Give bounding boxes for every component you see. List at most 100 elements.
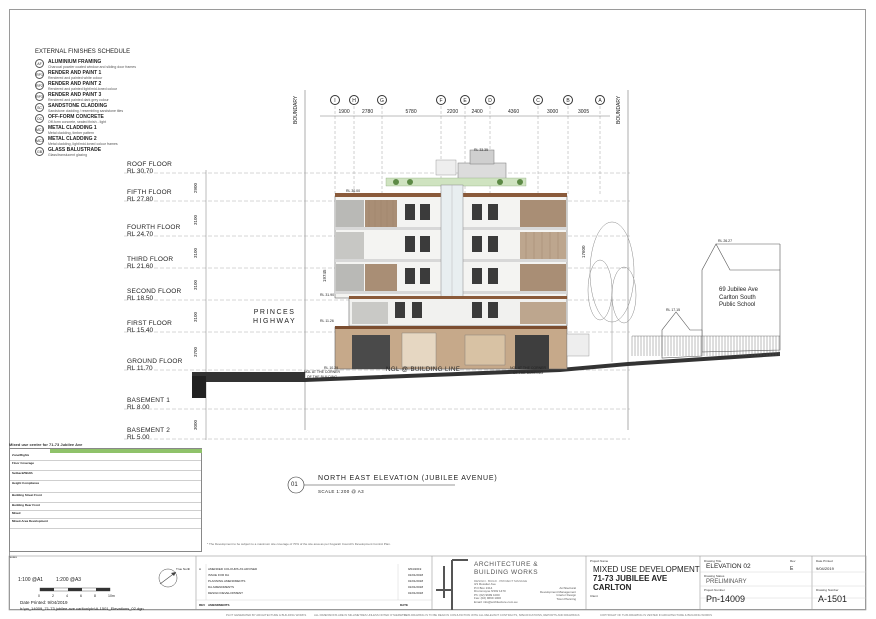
- revision-date: 9/04/2019: [408, 567, 422, 571]
- table-row-label: Mixed: [12, 512, 21, 515]
- finish-code: AF: [35, 59, 44, 68]
- revision-header: AMENDMENTS: [208, 603, 230, 607]
- level-name: ROOF FLOOR: [127, 161, 172, 168]
- table-row: Zone/Rights: [10, 453, 201, 461]
- elevation-scale: SCALE 1:200 @ A3: [318, 489, 364, 494]
- finish-code: RP1: [35, 70, 44, 79]
- scale-tick: 2: [52, 594, 54, 598]
- grid-dim: 1900: [338, 109, 350, 115]
- table-header-bar: [50, 449, 202, 453]
- level-name: BASEMENT 1: [127, 397, 171, 404]
- finish-code: OC: [35, 114, 44, 123]
- table-row-label: Height Compliance: [12, 482, 40, 485]
- revision-desc: DESIGN DEVELOPMENT: [208, 591, 244, 595]
- finish-name: RENDER AND PAINT 2: [48, 81, 102, 87]
- table-row: Floor Coverage: [10, 461, 201, 471]
- disclaimer-mid-1: THIS DRAWING IS TO BE READ IN CONJUNCTIO…: [404, 613, 580, 617]
- grid-lines: [320, 106, 610, 195]
- finish-code: GB: [35, 147, 44, 156]
- schedule-title: EXTERNAL FINISHES SCHEDULE: [35, 49, 131, 55]
- level-name: FIFTH FLOOR: [127, 189, 172, 196]
- level-rl: RL 21.60: [127, 263, 154, 270]
- finish-desc: Metal cladding, timber pattern: [48, 131, 95, 135]
- grid-header: A: [595, 95, 605, 105]
- grid-dim: 2200: [447, 109, 459, 115]
- finish-name: GLASS BALUSTRADE: [48, 147, 102, 153]
- project-name-label: Project Name: [590, 559, 609, 563]
- disclaimer-right: COPYRIGHT OF THIS DRAWING IS VESTED IN A…: [600, 613, 712, 617]
- scale-tick: 8: [94, 594, 96, 598]
- grid-dim: 2780: [362, 109, 374, 115]
- grid-header: F: [436, 95, 446, 105]
- finish-desc: Sandstone cladding / resembling sandston…: [48, 109, 124, 113]
- revision-desc: ISSUE FOR DA: [208, 573, 230, 577]
- ngl-building-line-label: NGL @ BUILDING LINE: [386, 367, 461, 373]
- table-row-label: Mixed-Area Development: [12, 520, 48, 523]
- rev-label: Rev: [790, 559, 796, 563]
- rl-second: RL 31.90: [320, 293, 335, 297]
- firm-name-2: BUILDING WORKS: [474, 569, 539, 576]
- revision-date: 01/01/2018: [408, 585, 424, 589]
- level-rl: RL 24.70: [127, 231, 154, 238]
- scale-bar: [39, 587, 111, 592]
- drawing-number: A-1501: [818, 594, 848, 604]
- table-row-label: Building Rear Front: [12, 504, 40, 507]
- finish-desc: Glass/translucent glazing: [48, 153, 88, 157]
- table-heading: Mixed use centre for 71-73 Jubilee Ave: [9, 442, 83, 447]
- grid-dim: 2400: [471, 109, 483, 115]
- scale-tick: 10m: [108, 594, 115, 598]
- date-printed: Date Printed: 9/04/2019: [20, 600, 68, 605]
- scale-label-1: 1:100 @A1: [18, 577, 44, 583]
- level-rl: RL 5.00: [127, 434, 150, 441]
- grid-header: E: [460, 95, 470, 105]
- client-label: Client: [590, 594, 598, 598]
- firm-sub: DESIGN . BUILD . PROJECT MANAGE: [474, 579, 528, 583]
- project-number: Pn-14009: [706, 594, 746, 604]
- revision-desc: PLANNING AMENDMENTS: [208, 579, 246, 583]
- firm-logo-icon: [436, 559, 468, 610]
- finish-name: RENDER AND PAINT 3: [48, 92, 102, 98]
- finish-name: SANDSTONE CLADDING: [48, 103, 108, 109]
- ngl-corner-right-label: NGL AT THE CORNER OF THE BUILDING: [510, 366, 547, 375]
- table-row-label: Floor Coverage: [12, 462, 35, 465]
- level-rl: RL 15.40: [127, 327, 154, 334]
- date-value: 9/04/2019: [816, 566, 834, 571]
- highway-label: PRINCES HIGHWAY: [253, 309, 297, 325]
- ngl-corner-left-label: NGL AT THE CORNER OF THE BUILDING: [304, 370, 341, 379]
- finish-name: OFF-FORM CONCRETE: [48, 114, 104, 120]
- drawing-title-label: Drawing Title: [704, 559, 722, 563]
- grid-dim: 3000: [547, 109, 559, 115]
- rl-school: RL 26.27: [718, 239, 733, 243]
- firm-address: 3/1 Rossiter Ave P.O Box 1314 Drummoyne …: [474, 582, 518, 604]
- rl-ground: RL 10.29: [324, 366, 339, 370]
- finish-desc: Rendered and painted light/mid-toned col…: [48, 87, 118, 91]
- finish-desc: Off-form concrete, sealed finish - light: [48, 120, 107, 124]
- north-arrow-icon: [158, 568, 178, 588]
- table-row-label: Zone/Rights: [12, 454, 30, 457]
- project-number-label: Project Number: [704, 588, 725, 592]
- project-line-3: CARLTON: [593, 583, 632, 592]
- revision-date: 01/01/2018: [408, 591, 424, 595]
- scale-tick: 6: [80, 594, 82, 598]
- finish-desc: Charcoal powder coated window and slidin…: [48, 65, 136, 69]
- level-rl: RL 18.50: [127, 295, 154, 302]
- table-row: Setback/Width: [10, 471, 201, 481]
- drawing-status-label: Drawing Status: [704, 574, 725, 578]
- ground-fill: [192, 352, 780, 382]
- tree: [587, 221, 637, 362]
- grid-header: C: [533, 95, 543, 105]
- scale-tick: 4: [66, 594, 68, 598]
- level-name: GROUND FLOOR: [127, 358, 183, 365]
- level-name: THIRD FLOOR: [127, 256, 174, 263]
- elevation-number: 01: [291, 482, 298, 488]
- finish-name: ALUMINIUM FRAMING: [48, 59, 102, 65]
- elevation-title: NORTH EAST ELEVATION (JUBILEE AVENUE): [318, 475, 498, 482]
- table-row: Building Street Front: [10, 493, 201, 503]
- table-row-label: Building Street Front: [12, 494, 42, 497]
- revision-date: 01/01/2018: [408, 573, 424, 577]
- rev-value: E: [790, 566, 794, 572]
- revision-code: A: [199, 567, 202, 571]
